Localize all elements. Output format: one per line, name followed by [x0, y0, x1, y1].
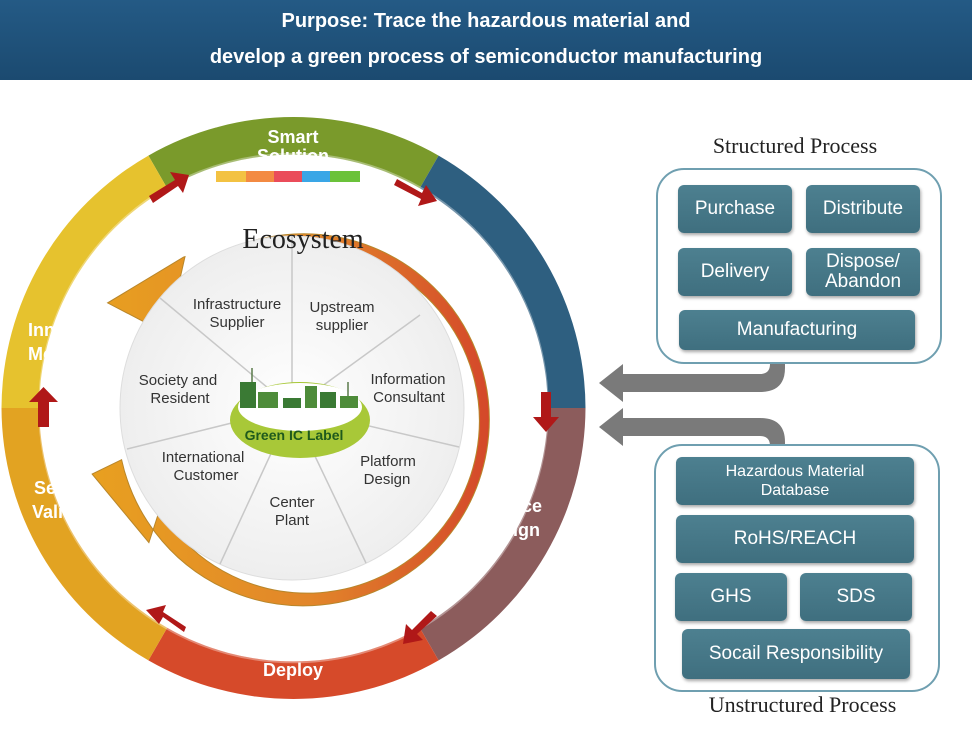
- title-line-1: Purpose: Trace the hazardous material an…: [281, 10, 691, 32]
- structured-to-cycle-arrow: [599, 356, 785, 402]
- dispose-label: Dispose/: [826, 251, 900, 272]
- ring-label-service-deploy-2: Deploy: [263, 660, 323, 680]
- smart-solution-color-bar: [216, 171, 360, 182]
- arrow-to-service-deploy: [403, 611, 437, 644]
- ring-segment-service-design: [419, 408, 586, 661]
- abandon-label: Abandon: [824, 271, 902, 292]
- stakeholder-center-2: Plant: [275, 512, 310, 529]
- sds-box: SDS: [800, 573, 912, 621]
- dispose-abandon-box: Dispose/ Abandon: [806, 248, 920, 296]
- stakeholder-infrastructure-1: Infrastructure: [193, 296, 281, 313]
- stakeholder-information-2: Consultant: [373, 389, 446, 406]
- unstructured-process-title: Unstructured Process: [708, 692, 897, 717]
- ring-label-service-design-2: Design: [480, 520, 540, 540]
- process-diagram: Smart Solution SMA Service Design Serivc…: [1, 116, 785, 700]
- green-ic-label-logo: [230, 368, 370, 458]
- stakeholder-society-2: Resident: [150, 390, 210, 407]
- outer-ring: [1, 116, 586, 700]
- ring-segment-sma: [419, 155, 586, 408]
- ring-label-solution: Solution: [257, 146, 329, 166]
- ghs-box: GHS: [675, 573, 787, 621]
- green-ic-label-text: Green IC Label: [245, 427, 344, 443]
- database-label: Database: [760, 482, 830, 499]
- arrow-to-innovation-model: [29, 387, 58, 427]
- rohs-reach-box: RoHS/REACH: [676, 515, 914, 563]
- ring-label-sma: SMA: [481, 299, 525, 321]
- arrow-to-sma: [394, 179, 437, 206]
- ecosystem-title: Ecosystem: [242, 224, 364, 255]
- social-responsibility-box: Socail Responsibility: [682, 629, 910, 679]
- structured-process-title: Structured Process: [712, 133, 878, 158]
- stakeholder-platform-2: Design: [364, 471, 411, 488]
- connector-arrows: [599, 356, 785, 454]
- ring-segment-service-validate: [1, 408, 168, 661]
- unstructured-to-cycle-arrow: [599, 408, 785, 454]
- stakeholder-information-1: Information: [370, 371, 445, 388]
- arrow-to-smart-solution: [149, 172, 189, 203]
- ring-label-service-design-1: Service: [478, 496, 542, 516]
- ring-segment-smart-solution: [148, 116, 439, 189]
- arrow-to-service-design: [533, 392, 559, 432]
- stakeholder-society-1: Society and: [139, 372, 217, 389]
- cycle-arrows: [29, 172, 559, 644]
- stakeholder-platform-1: Platform: [360, 453, 416, 470]
- ring-label-service-validate-1: Service: [34, 478, 98, 498]
- stakeholder-international-2: Customer: [173, 467, 238, 484]
- ring-segment-innovation-model: [1, 155, 168, 408]
- title-banner: Purpose: Trace the hazardous material an…: [0, 0, 972, 80]
- stakeholder-infrastructure-2: Supplier: [209, 314, 264, 331]
- manufacturing-box: Manufacturing: [679, 310, 915, 350]
- stakeholder-center-1: Center: [269, 494, 314, 511]
- ring-label-innovation-1: Innovation: [28, 320, 119, 340]
- hazardous-material-database-box: Hazardous Material Database: [676, 457, 914, 505]
- purchase-box: Purchase: [678, 185, 792, 233]
- delivery-box: Delivery: [678, 248, 792, 296]
- ring-label-smart: Smart: [267, 127, 318, 147]
- arrow-to-service-validate: [146, 605, 186, 632]
- ring-label-innovation-2: Model: [28, 344, 80, 364]
- ring-label-service-validate-2: Validate: [32, 502, 100, 522]
- stakeholder-upstream-2: supplier: [316, 317, 369, 334]
- stakeholder-international-1: International: [162, 449, 245, 466]
- stakeholder-upstream-1: Upstream: [309, 299, 374, 316]
- ring-label-service-deploy-1: Serivce: [261, 635, 325, 655]
- ring-segment-service-deploy: [148, 627, 439, 700]
- hazardous-material-label: Hazardous Material: [725, 463, 865, 480]
- ecosystem-arc-arrow: [91, 233, 490, 607]
- title-line-2: develop a green process of semiconductor…: [209, 46, 763, 68]
- distribute-box: Distribute: [806, 185, 920, 233]
